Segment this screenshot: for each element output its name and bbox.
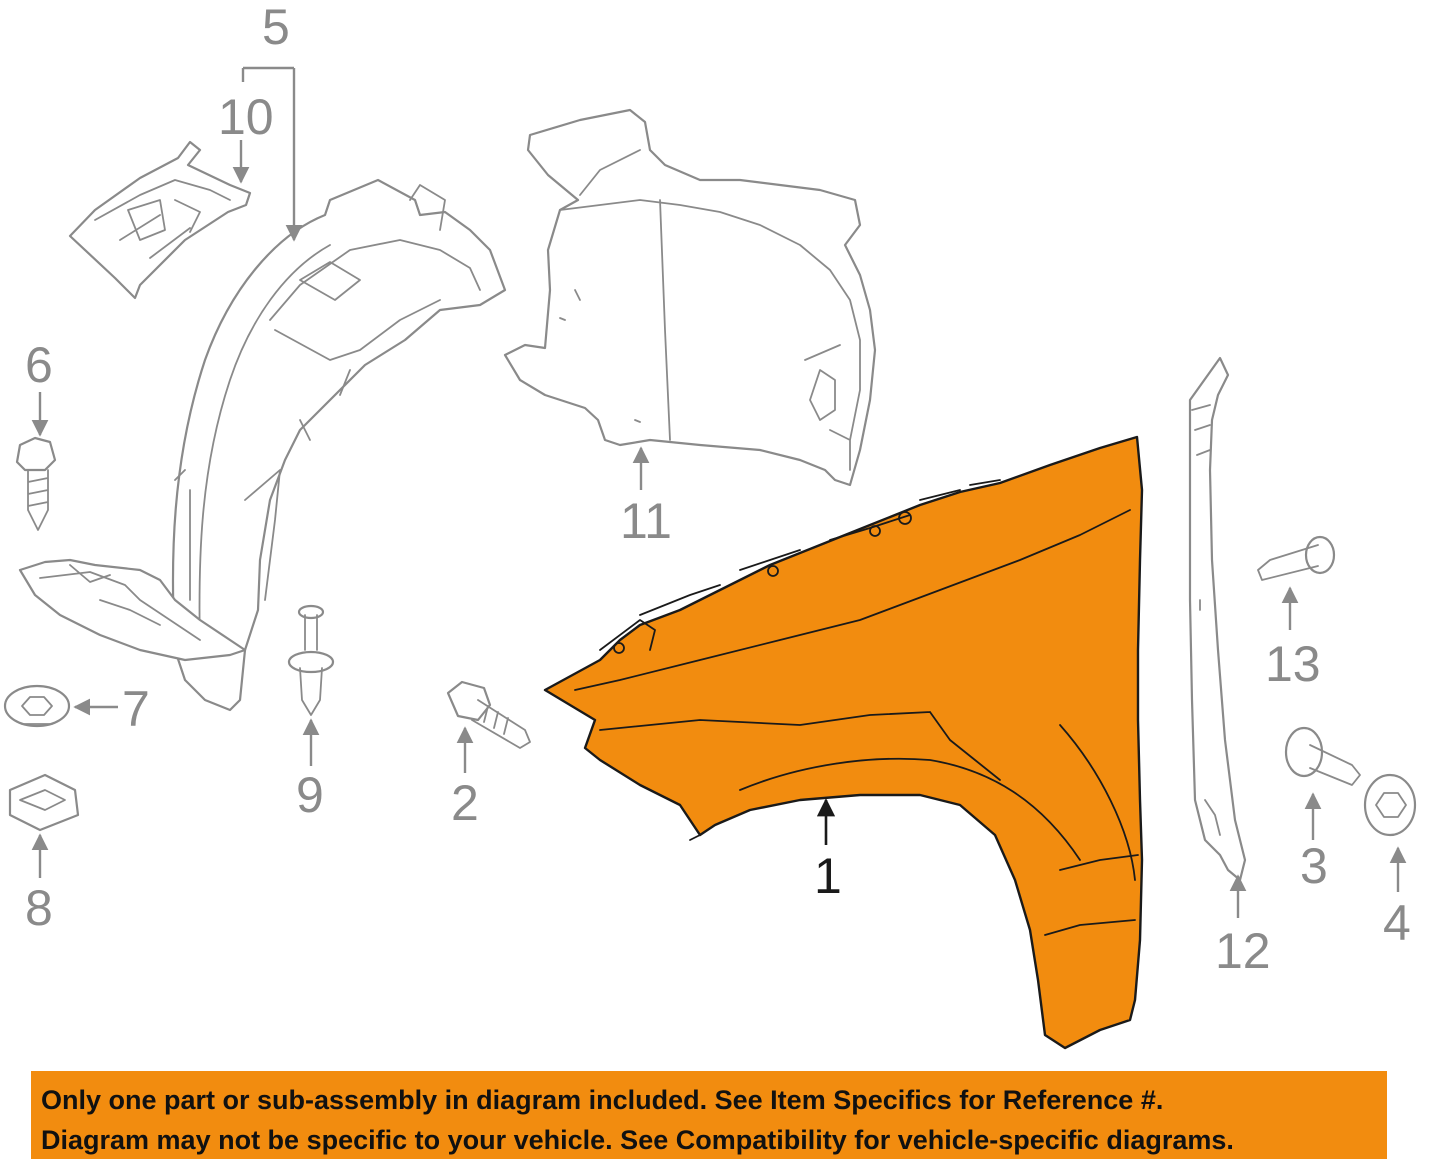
disclaimer-line-2: Diagram may not be specific to your vehi… <box>41 1125 1234 1155</box>
callout-9: 9 <box>296 767 324 823</box>
part-12-seal-strip <box>1188 356 1247 882</box>
callout-numbers: 1 2 3 4 5 6 7 8 9 10 11 12 13 <box>25 0 1411 979</box>
part-13-clip <box>1257 535 1336 581</box>
disclaimer-line-1: Only one part or sub-assembly in diagram… <box>41 1085 1164 1115</box>
callout-10: 10 <box>218 89 274 145</box>
callout-3: 3 <box>1300 838 1328 894</box>
callout-11: 11 <box>620 493 672 549</box>
part-3-stud <box>1284 726 1361 786</box>
callout-7: 7 <box>122 681 150 737</box>
part-7-clip <box>3 684 71 728</box>
part-4-nut <box>1363 773 1417 837</box>
part-1-fender <box>543 435 1144 1050</box>
callout-5: 5 <box>262 0 290 55</box>
part-5-lower-shield <box>18 558 247 662</box>
part-5-wheelhouse-liner <box>171 178 507 712</box>
leader-lines <box>31 66 1407 918</box>
callout-13: 13 <box>1265 636 1321 692</box>
disclaimer-banner: Only one part or sub-assembly in diagram… <box>31 1071 1387 1159</box>
callout-12: 12 <box>1215 923 1271 979</box>
part-8-nut-clip <box>8 773 80 832</box>
callout-6: 6 <box>25 337 53 393</box>
callout-4: 4 <box>1383 895 1411 951</box>
callout-2: 2 <box>451 775 479 831</box>
part-10-bracket <box>68 140 252 300</box>
part-9-push-pin <box>287 604 335 716</box>
part-11-inner-panel <box>503 108 877 487</box>
part-6-bolt <box>15 436 57 531</box>
part-2-flange-bolt <box>446 680 531 749</box>
callout-1: 1 <box>814 848 842 904</box>
callout-8: 8 <box>25 880 53 936</box>
